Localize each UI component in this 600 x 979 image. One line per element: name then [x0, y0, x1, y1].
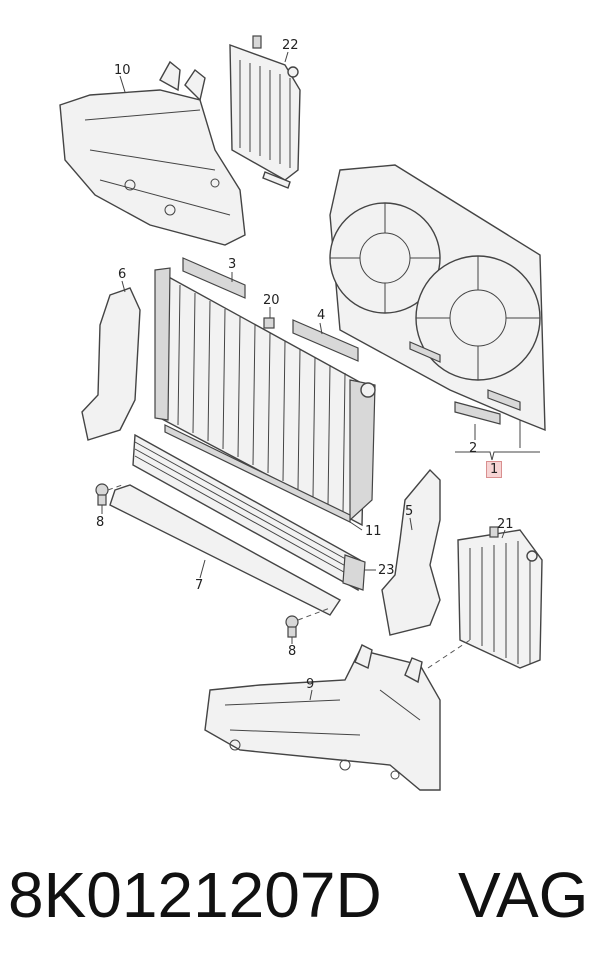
auxiliary-radiator-upper-part	[229, 35, 301, 189]
main-radiator-part	[154, 267, 376, 527]
side-air-guide-6-part	[81, 287, 141, 441]
callout-23: 23	[378, 563, 395, 578]
side-air-guide-5-part	[381, 468, 441, 636]
callout-7: 7	[195, 578, 204, 593]
footer: 8K0121207D VAG	[0, 850, 600, 979]
leader-11	[349, 521, 363, 531]
condenser-part	[132, 433, 366, 592]
air-duct-upper-part	[59, 60, 246, 246]
leader-9	[309, 689, 313, 701]
callout-6: 6	[118, 267, 127, 282]
callout-9: 9	[306, 677, 315, 692]
leader-5	[409, 517, 413, 531]
callout-10: 10	[114, 63, 131, 78]
brand-label: VAG	[458, 859, 589, 931]
callout-3: 3	[228, 257, 237, 272]
exploded-parts-diagram: 10 22 3 6 20 4 2 1 8 11 5 21 23 7 8 9	[59, 35, 546, 791]
callout-4: 4	[317, 308, 326, 323]
bolt-8-right-part	[285, 607, 331, 638]
leader-6	[121, 280, 126, 293]
callout-1: 1	[486, 461, 503, 478]
diagram-drawing	[59, 35, 546, 791]
callout-5: 5	[405, 504, 414, 519]
leader-21	[501, 529, 506, 539]
fan-shroud-part	[329, 164, 546, 432]
dash-line-21	[427, 639, 471, 669]
callout-20: 20	[263, 293, 280, 308]
callout-8-left: 8	[96, 515, 105, 530]
bolt-8-left-part	[95, 483, 126, 506]
air-duct-lower-part	[204, 644, 441, 791]
foam-strip-3-part	[182, 257, 246, 299]
callout-11: 11	[365, 524, 382, 539]
callout-22: 22	[282, 38, 299, 53]
callout-8-right: 8	[288, 644, 297, 659]
lower-cover-7-part	[109, 484, 342, 616]
auxiliary-radiator-lower-part	[457, 526, 543, 669]
part-number: 8K0121207D	[8, 859, 382, 931]
leader-10	[119, 75, 126, 93]
leader-4	[319, 322, 323, 335]
bracket-1	[455, 451, 540, 461]
foam-strip-4-part	[292, 319, 359, 362]
leader-7	[199, 559, 206, 579]
callout-2: 2	[469, 441, 478, 456]
leader-22	[284, 51, 289, 63]
callout-21: 21	[497, 517, 514, 532]
foam-strip-2-part	[454, 401, 501, 425]
